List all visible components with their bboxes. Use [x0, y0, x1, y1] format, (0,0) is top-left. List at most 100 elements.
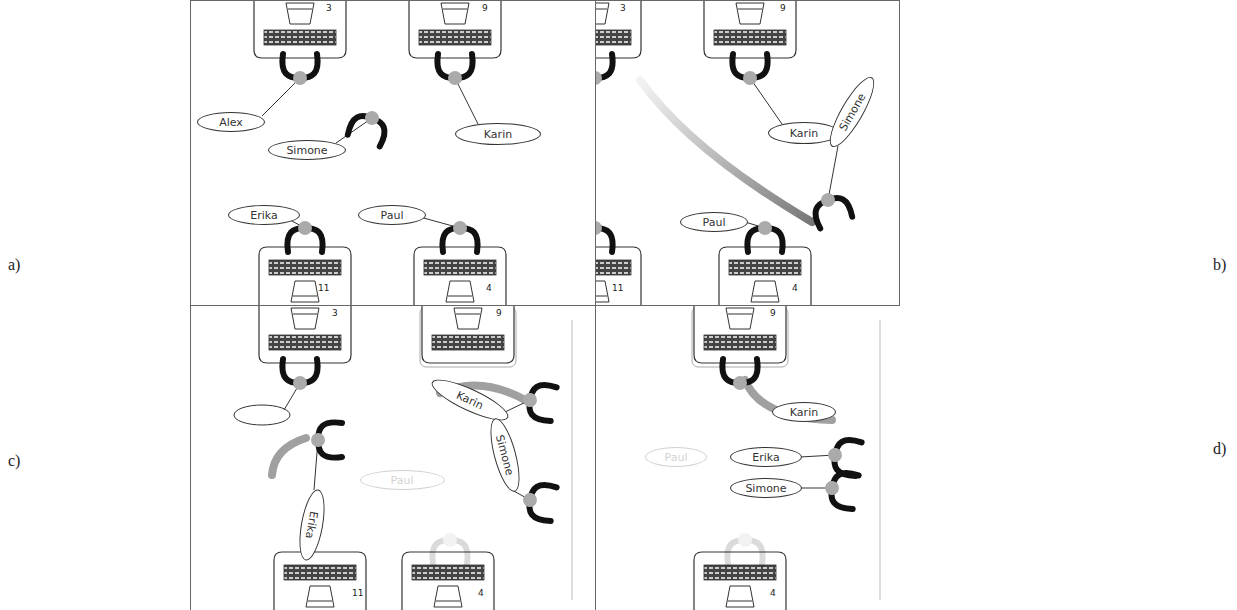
desk-number: 11: [352, 588, 363, 598]
person-name: Karin: [790, 127, 818, 140]
name-oval: Paul: [358, 205, 426, 225]
desk-number: 9: [496, 308, 502, 318]
desk-number: 4: [770, 588, 776, 598]
headset: [722, 359, 757, 390]
desk-number: 3: [326, 3, 332, 13]
panel-d: [692, 305, 880, 610]
panel-letter: d): [1213, 440, 1226, 458]
desk: [595, 0, 641, 58]
drag-trail: [272, 438, 306, 475]
person-name: Simone: [286, 144, 327, 157]
desk-number: 9: [780, 3, 786, 13]
name-oval: Simone: [268, 140, 346, 160]
headset: [822, 469, 859, 509]
headset: [437, 54, 472, 85]
name-oval: Karin: [455, 123, 541, 145]
headset: [595, 54, 613, 85]
person-name: Paul: [381, 209, 404, 222]
desk: [422, 305, 514, 363]
headset: [520, 481, 557, 521]
person-name: Paul: [665, 451, 688, 464]
name-oval: Simone: [822, 72, 881, 152]
desk: [694, 305, 786, 363]
person-name: Paul: [703, 216, 726, 229]
desk-number: 4: [792, 283, 798, 293]
headset: [347, 105, 391, 146]
desk: [414, 247, 506, 305]
panel-frame: [190, 0, 900, 610]
person-name: Simone: [836, 91, 868, 133]
name-oval: Erika: [295, 488, 329, 563]
panel-b: [595, 0, 853, 305]
desk: [704, 0, 796, 58]
frame-line: [190, 0, 900, 1]
person-name: Erika: [752, 451, 779, 464]
leader-line: [750, 78, 782, 124]
name-oval: Paul: [680, 212, 748, 232]
desk-number: 3: [332, 308, 338, 318]
drag-trail: [640, 80, 812, 222]
desk: [694, 552, 786, 610]
desk-number: 9: [482, 3, 488, 13]
desk: [719, 247, 811, 305]
leader-line: [828, 146, 838, 200]
desk: [409, 0, 501, 58]
headset: [287, 221, 322, 252]
desk: [274, 552, 366, 610]
frame-line: [899, 0, 900, 305]
name-oval: Erika: [228, 205, 300, 225]
person-name: Karin: [454, 388, 485, 412]
panel-a: [254, 0, 506, 305]
desk-number: 11: [612, 283, 623, 293]
desk-number: 3: [620, 3, 626, 13]
panel-c: [234, 305, 572, 610]
person-name: Karin: [484, 128, 512, 141]
headset: [520, 381, 557, 421]
headset: [442, 221, 477, 252]
name-oval: Paul: [360, 470, 445, 490]
panel-letter: b): [1213, 256, 1226, 274]
name-oval: Simone: [485, 415, 526, 494]
person-name: Erika: [250, 209, 277, 222]
person-name: Simone: [493, 433, 516, 476]
leader-line: [262, 78, 300, 116]
person-name: Erika: [303, 510, 321, 539]
headset-faded: [727, 533, 762, 564]
screen-edge: [879, 320, 881, 600]
headset: [311, 422, 342, 457]
desk-number: 9: [770, 308, 776, 318]
desk: [254, 0, 346, 58]
headset: [747, 221, 782, 252]
name-oval-cut: [234, 405, 290, 425]
desk-number: 4: [478, 588, 484, 598]
name-oval: Paul: [645, 447, 707, 467]
leader-lines: [262, 78, 478, 228]
headset: [809, 187, 853, 228]
person-name: Paul: [391, 474, 414, 487]
name-oval: Karin: [772, 402, 836, 422]
name-oval: Erika: [730, 447, 802, 467]
panel-letter: a): [8, 256, 20, 274]
desk-number: 4: [486, 283, 492, 293]
desk: [595, 247, 641, 305]
frame-line: [190, 305, 900, 306]
panel-letter: c): [8, 452, 20, 470]
desk: [259, 247, 351, 305]
headset: [732, 54, 767, 85]
desk-number: 11: [318, 283, 329, 293]
headset: [282, 359, 317, 390]
person-name: Karin: [790, 406, 818, 419]
person-name: Alex: [219, 116, 243, 129]
desk: [402, 552, 494, 610]
headset-faded: [432, 533, 467, 564]
person-name: Simone: [745, 482, 786, 495]
leader-line: [455, 78, 478, 124]
desk: [259, 305, 351, 363]
name-oval: Alex: [197, 112, 265, 132]
screen-edge: [571, 320, 573, 600]
headset: [282, 54, 317, 85]
name-oval: Simone: [730, 478, 802, 498]
headset: [595, 221, 613, 252]
